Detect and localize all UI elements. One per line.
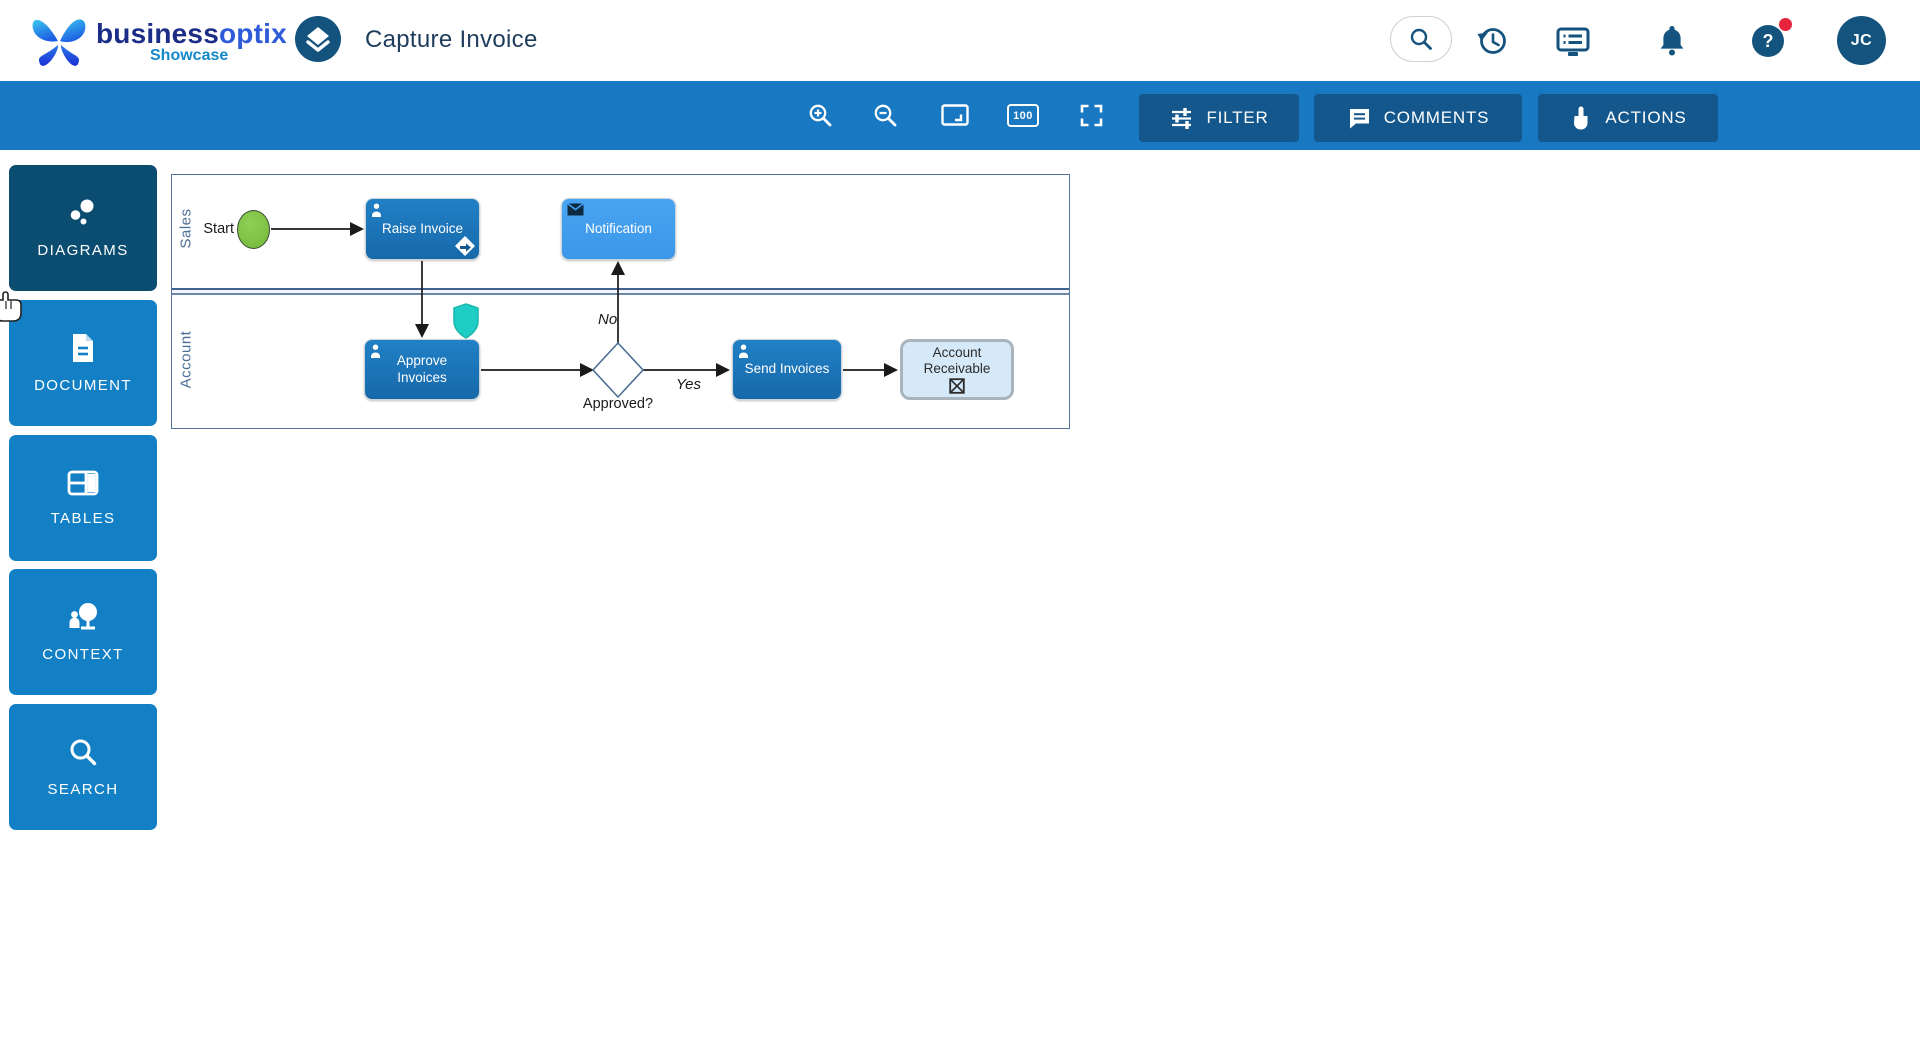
user-icon (372, 203, 381, 217)
brand-subtitle: Showcase (150, 47, 229, 64)
gateway-approved[interactable] (591, 341, 645, 399)
lane-divider (172, 288, 1069, 295)
envelope-icon (567, 203, 584, 216)
fullscreen-icon (1080, 104, 1102, 127)
butterfly-logo (32, 19, 86, 66)
filter-icon (1172, 107, 1192, 129)
avatar-initials: JC (1850, 31, 1873, 49)
header-search-button[interactable] (1390, 16, 1452, 62)
fit-screen-icon (941, 104, 969, 126)
task-raise-invoice[interactable]: Raise Invoice (365, 198, 480, 260)
user-avatar[interactable]: JC (1837, 16, 1886, 65)
task-label: Send Invoices (744, 361, 830, 377)
filter-button-label: FILTER (1206, 108, 1269, 127)
task-label: Notification (585, 220, 652, 236)
end-node-label: Account Receivable (923, 344, 991, 376)
sidebar-item-label: DOCUMENT (34, 377, 132, 394)
sidebar-item-label: TABLES (50, 510, 116, 527)
task-label: Raise Invoice (381, 220, 464, 236)
shield-icon (453, 303, 479, 339)
user-icon (371, 344, 380, 358)
actions-button-label: ACTIONS (1605, 108, 1687, 127)
context-icon (69, 603, 97, 630)
brand-name[interactable]: businessoptix (96, 18, 287, 49)
zoom-out-button[interactable] (868, 81, 902, 150)
zoom-100-icon: 100 (1007, 104, 1039, 127)
start-event[interactable] (237, 210, 270, 249)
sidebar-item-document[interactable]: DOCUMENT (9, 300, 157, 426)
end-node-account-receivable[interactable]: Account Receivable (900, 339, 1014, 400)
hand-cursor-artifact (0, 291, 22, 322)
comments-button-label: COMMENTS (1383, 108, 1490, 127)
zoom-100-button[interactable]: 100 (1005, 81, 1041, 150)
edge-label-yes: Yes (676, 376, 702, 393)
bell-icon (1660, 26, 1684, 56)
comments-button[interactable]: COMMENTS (1314, 94, 1522, 142)
presentation-button[interactable] (1553, 24, 1593, 60)
task-notification[interactable]: Notification (561, 198, 676, 260)
display-list-icon (1556, 27, 1590, 56)
task-send-invoices[interactable]: Send Invoices (732, 339, 842, 400)
notifications-button[interactable] (1656, 22, 1688, 60)
actions-button[interactable]: ACTIONS (1538, 94, 1718, 142)
page-title: Capture Invoice (365, 26, 538, 53)
gateway-label: Approved? (582, 396, 654, 412)
user-icon (739, 344, 748, 358)
zoom-out-icon (874, 104, 896, 127)
module-badge[interactable] (295, 16, 341, 62)
lane-label-account: Account (177, 330, 195, 389)
filter-button[interactable]: FILTER (1139, 94, 1299, 142)
history-icon (1477, 28, 1506, 54)
task-label: Approve Invoices (396, 352, 448, 385)
help-icon: ? (1762, 30, 1774, 51)
sidebar-item-search[interactable]: SEARCH (9, 704, 157, 830)
history-button[interactable] (1474, 23, 1510, 59)
fullscreen-button[interactable] (1074, 81, 1108, 150)
layers-icon (306, 27, 330, 52)
fit-screen-button[interactable] (938, 81, 972, 150)
diagram-toolbar: 100 FILTER (0, 81, 1920, 150)
tables-icon (67, 470, 99, 496)
comments-icon (1349, 108, 1369, 128)
search-icon (1410, 28, 1432, 50)
sidebar-item-context[interactable]: CONTEXT (9, 569, 157, 695)
help-button[interactable]: ? (1752, 25, 1784, 57)
help-alert-badge (1779, 18, 1792, 31)
actions-icon (1574, 106, 1588, 129)
document-icon (73, 334, 93, 362)
x-box-marker-icon (949, 378, 965, 394)
task-approve-invoices[interactable]: Approve Invoices (364, 339, 480, 400)
edge-label-no: No (598, 311, 618, 328)
app-header: businessoptix Showcase Capture Invoice (0, 0, 1920, 81)
sidebar-item-diagrams[interactable]: DIAGRAMS (9, 165, 157, 291)
sidebar-item-label: CONTEXT (42, 646, 124, 663)
zoom-in-button[interactable] (803, 81, 837, 150)
sidebar-item-label: DIAGRAMS (37, 242, 129, 259)
sidebar-item-tables[interactable]: TABLES (9, 435, 157, 561)
link-marker-icon (455, 236, 475, 256)
search-icon (70, 739, 97, 766)
zoom-in-icon (809, 104, 831, 127)
start-event-label: Start (203, 221, 234, 237)
diagrams-icon (70, 199, 94, 225)
sidebar-item-label: SEARCH (47, 781, 119, 798)
